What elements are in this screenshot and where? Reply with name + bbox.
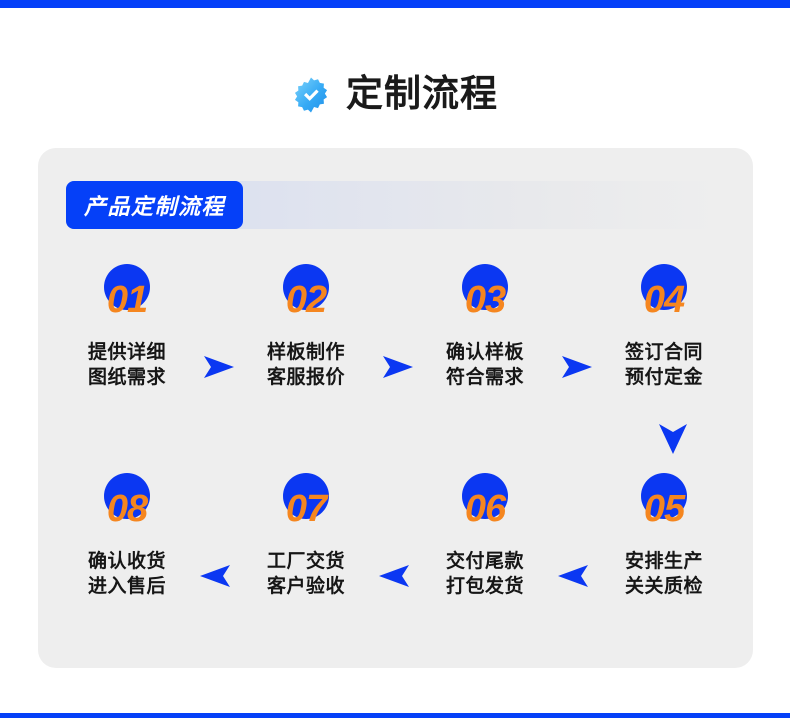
page-title: 定制流程	[346, 72, 498, 114]
step-label-line1: 确认收货	[87, 551, 166, 572]
step-label-line1: 交付尾款	[445, 551, 524, 572]
step-number: 02	[285, 279, 327, 321]
step-badge: 05	[605, 473, 723, 549]
flow-row-bottom: 08 确认收货 进入售后 07 工厂交货 客户验收 06 交付尾款 打包发	[68, 473, 723, 600]
step-circle	[283, 473, 329, 519]
flow-step-05[interactable]: 05 安排生产 关关质检	[605, 473, 723, 600]
step-label-line2: 符合需求	[445, 367, 524, 389]
card-label-row: 产品定制流程	[66, 181, 726, 229]
step-label-line1: 签订合同	[624, 342, 703, 363]
flow-row-top: 01 提供详细 图纸需求 02 样板制作 客服报价 03 确认样板 符合需	[68, 264, 723, 391]
step-number: 07	[285, 488, 327, 530]
step-circle	[641, 264, 687, 310]
step-number: 06	[464, 488, 506, 530]
arrow-left-icon	[196, 559, 238, 593]
top-accent-bar	[0, 0, 790, 8]
step-label-line2: 图纸需求	[87, 367, 166, 389]
step-label-line1: 提供详细	[87, 342, 166, 363]
step-badge: 01	[68, 264, 186, 340]
step-label-line1: 安排生产	[624, 551, 703, 572]
step-number: 04	[643, 279, 685, 321]
arrow-right-icon	[554, 350, 596, 384]
bottom-accent-bar	[0, 713, 790, 718]
step-badge: 06	[426, 473, 544, 549]
step-number: 08	[106, 488, 148, 530]
step-circle	[104, 264, 150, 310]
step-badge: 03	[426, 264, 544, 340]
arrow-down-icon	[652, 416, 694, 458]
step-circle	[283, 264, 329, 310]
flow-step-01[interactable]: 01 提供详细 图纸需求	[68, 264, 186, 391]
flow-step-06[interactable]: 06 交付尾款 打包发货	[426, 473, 544, 600]
step-label-line2: 客服报价	[266, 367, 345, 389]
step-label-line2: 预付定金	[624, 367, 703, 389]
flow-step-07[interactable]: 07 工厂交货 客户验收	[247, 473, 365, 600]
step-label-line1: 工厂交货	[266, 551, 345, 572]
flow-card: 产品定制流程 01 提供详细 图纸需求 02 样板制作 客服报价	[38, 148, 753, 668]
step-circle	[641, 473, 687, 519]
step-circle	[462, 473, 508, 519]
step-number: 01	[106, 279, 148, 321]
step-number: 05	[643, 488, 685, 530]
step-badge: 04	[605, 264, 723, 340]
step-label-line1: 样板制作	[266, 342, 345, 363]
card-label-text: 产品定制流程	[84, 194, 226, 219]
arrow-right-icon	[375, 350, 417, 384]
arrow-left-icon	[554, 559, 596, 593]
arrow-right-icon	[196, 350, 238, 384]
card-label-chip: 产品定制流程	[66, 181, 244, 229]
flow-step-08[interactable]: 08 确认收货 进入售后	[68, 473, 186, 600]
step-circle	[462, 264, 508, 310]
arrow-left-icon	[375, 559, 417, 593]
step-label-line2: 打包发货	[445, 576, 524, 598]
step-badge: 08	[68, 473, 186, 549]
step-label-line2: 客户验收	[266, 576, 345, 598]
flow-step-03[interactable]: 03 确认样板 符合需求	[426, 264, 544, 391]
step-circle	[104, 473, 150, 519]
verified-badge-icon	[294, 77, 328, 112]
flow-step-04[interactable]: 04 签订合同 预付定金	[605, 264, 723, 391]
section-header: 定制流程	[0, 62, 790, 124]
step-badge: 07	[247, 473, 365, 549]
step-number: 03	[464, 279, 506, 321]
step-badge: 02	[247, 264, 365, 340]
step-label-line2: 关关质检	[624, 576, 703, 598]
step-label-line2: 进入售后	[87, 576, 166, 598]
flow-step-02[interactable]: 02 样板制作 客服报价	[247, 264, 365, 391]
step-label-line1: 确认样板	[445, 342, 524, 363]
